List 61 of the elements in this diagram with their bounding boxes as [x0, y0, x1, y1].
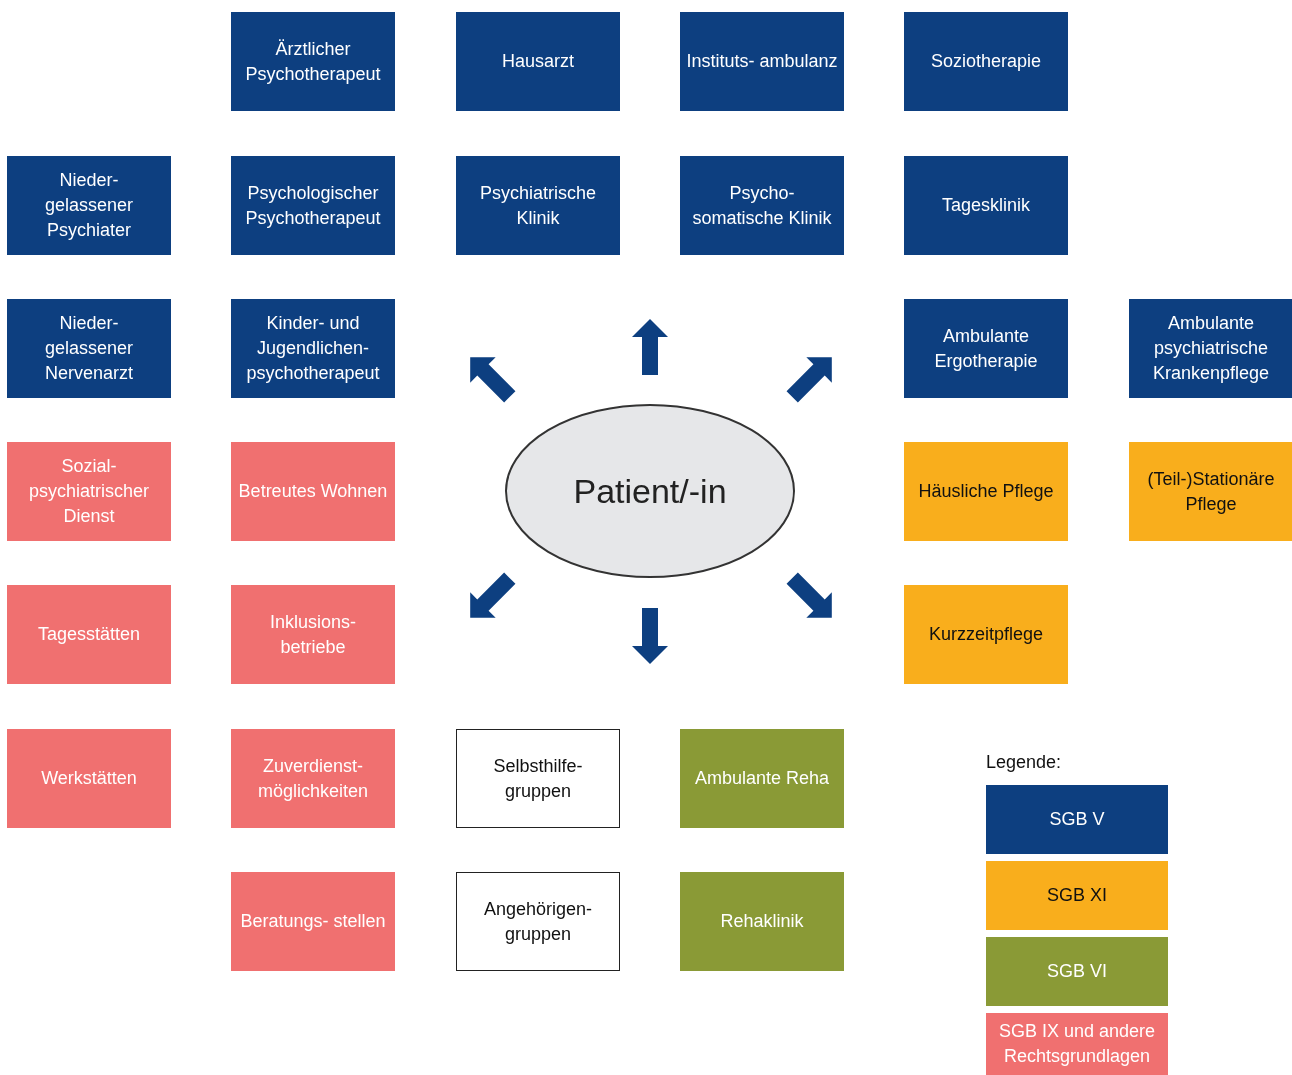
box-label: Hausarzt	[502, 50, 574, 73]
service-box	[456, 872, 620, 971]
service-box	[456, 729, 620, 828]
box-label: Ambulante Ergotherapie	[933, 324, 1039, 373]
service-box	[1129, 299, 1292, 398]
service-box	[7, 585, 171, 684]
service-box	[904, 585, 1068, 684]
legend-text: SGB IX und andere Rechtsgrundlagen	[997, 1020, 1157, 1068]
box-label: Sozial- psychiatrischer Dienst	[27, 455, 150, 528]
box-label: Psychiatrische Klinik	[478, 181, 597, 230]
box-label: Instituts- ambulanz	[686, 50, 838, 73]
box-label: Patient/-in	[573, 471, 727, 511]
service-box	[904, 442, 1068, 541]
service-box	[680, 12, 844, 111]
service-box	[456, 156, 620, 255]
box-label: Psycho- somatische Klinik	[691, 181, 833, 230]
service-box	[7, 729, 171, 828]
box-label: Beratungs- stellen	[240, 910, 386, 933]
box-label: Inklusions- betriebe	[268, 610, 357, 659]
service-box	[7, 299, 171, 398]
patient-ellipse	[505, 404, 795, 578]
service-box	[231, 585, 395, 684]
box-label: Selbsthilfe- gruppen	[492, 754, 584, 803]
box-label: Tagesstätten	[37, 623, 141, 646]
service-box	[231, 872, 395, 971]
service-box	[1129, 442, 1292, 541]
service-box	[231, 729, 395, 828]
service-box	[680, 872, 844, 971]
service-box	[680, 729, 844, 828]
service-box	[904, 156, 1068, 255]
service-box	[7, 156, 171, 255]
box-label: Soziotherapie	[930, 50, 1042, 73]
box-label: Werkstätten	[41, 767, 137, 790]
box-label: Betreutes Wohnen	[238, 480, 388, 503]
box-label: Nieder- gelassener Psychiater	[43, 169, 135, 242]
box-label: Tagesklinik	[941, 194, 1030, 217]
legend-text: SGB VI	[1047, 960, 1107, 983]
legend-text: SGB V	[1049, 808, 1105, 831]
service-box	[7, 442, 171, 541]
box-label: Psychologischer Psychotherapeut	[244, 181, 382, 230]
service-box	[456, 12, 620, 111]
box-label: Ambulante psychiatrische Krankenpflege	[1151, 312, 1271, 385]
box-label: Ärztlicher Psychotherapeut	[244, 37, 382, 86]
box-label: Rehaklinik	[720, 910, 804, 933]
service-box	[904, 299, 1068, 398]
box-label: Nieder- gelassener Nervenarzt	[43, 312, 135, 385]
legend-heading: Legende:	[986, 752, 1062, 773]
service-box	[680, 156, 844, 255]
service-box	[231, 12, 395, 111]
service-box	[231, 442, 395, 541]
box-label: Angehörigen- gruppen	[482, 897, 594, 946]
service-box	[231, 156, 395, 255]
box-label: Häusliche Pflege	[918, 480, 1054, 503]
legend-text: SGB XI	[1047, 884, 1107, 907]
box-label: Kurzzeitpflege	[928, 623, 1044, 646]
service-box	[231, 299, 395, 398]
service-box	[904, 12, 1068, 111]
box-label: Kinder- und Jugendlichen- psychotherapeut	[245, 312, 381, 385]
box-label: Ambulante Reha	[694, 767, 830, 790]
box-label: Zuverdienst- möglichkeiten	[256, 754, 370, 803]
box-label: (Teil-)Stationäre Pflege	[1146, 467, 1276, 516]
